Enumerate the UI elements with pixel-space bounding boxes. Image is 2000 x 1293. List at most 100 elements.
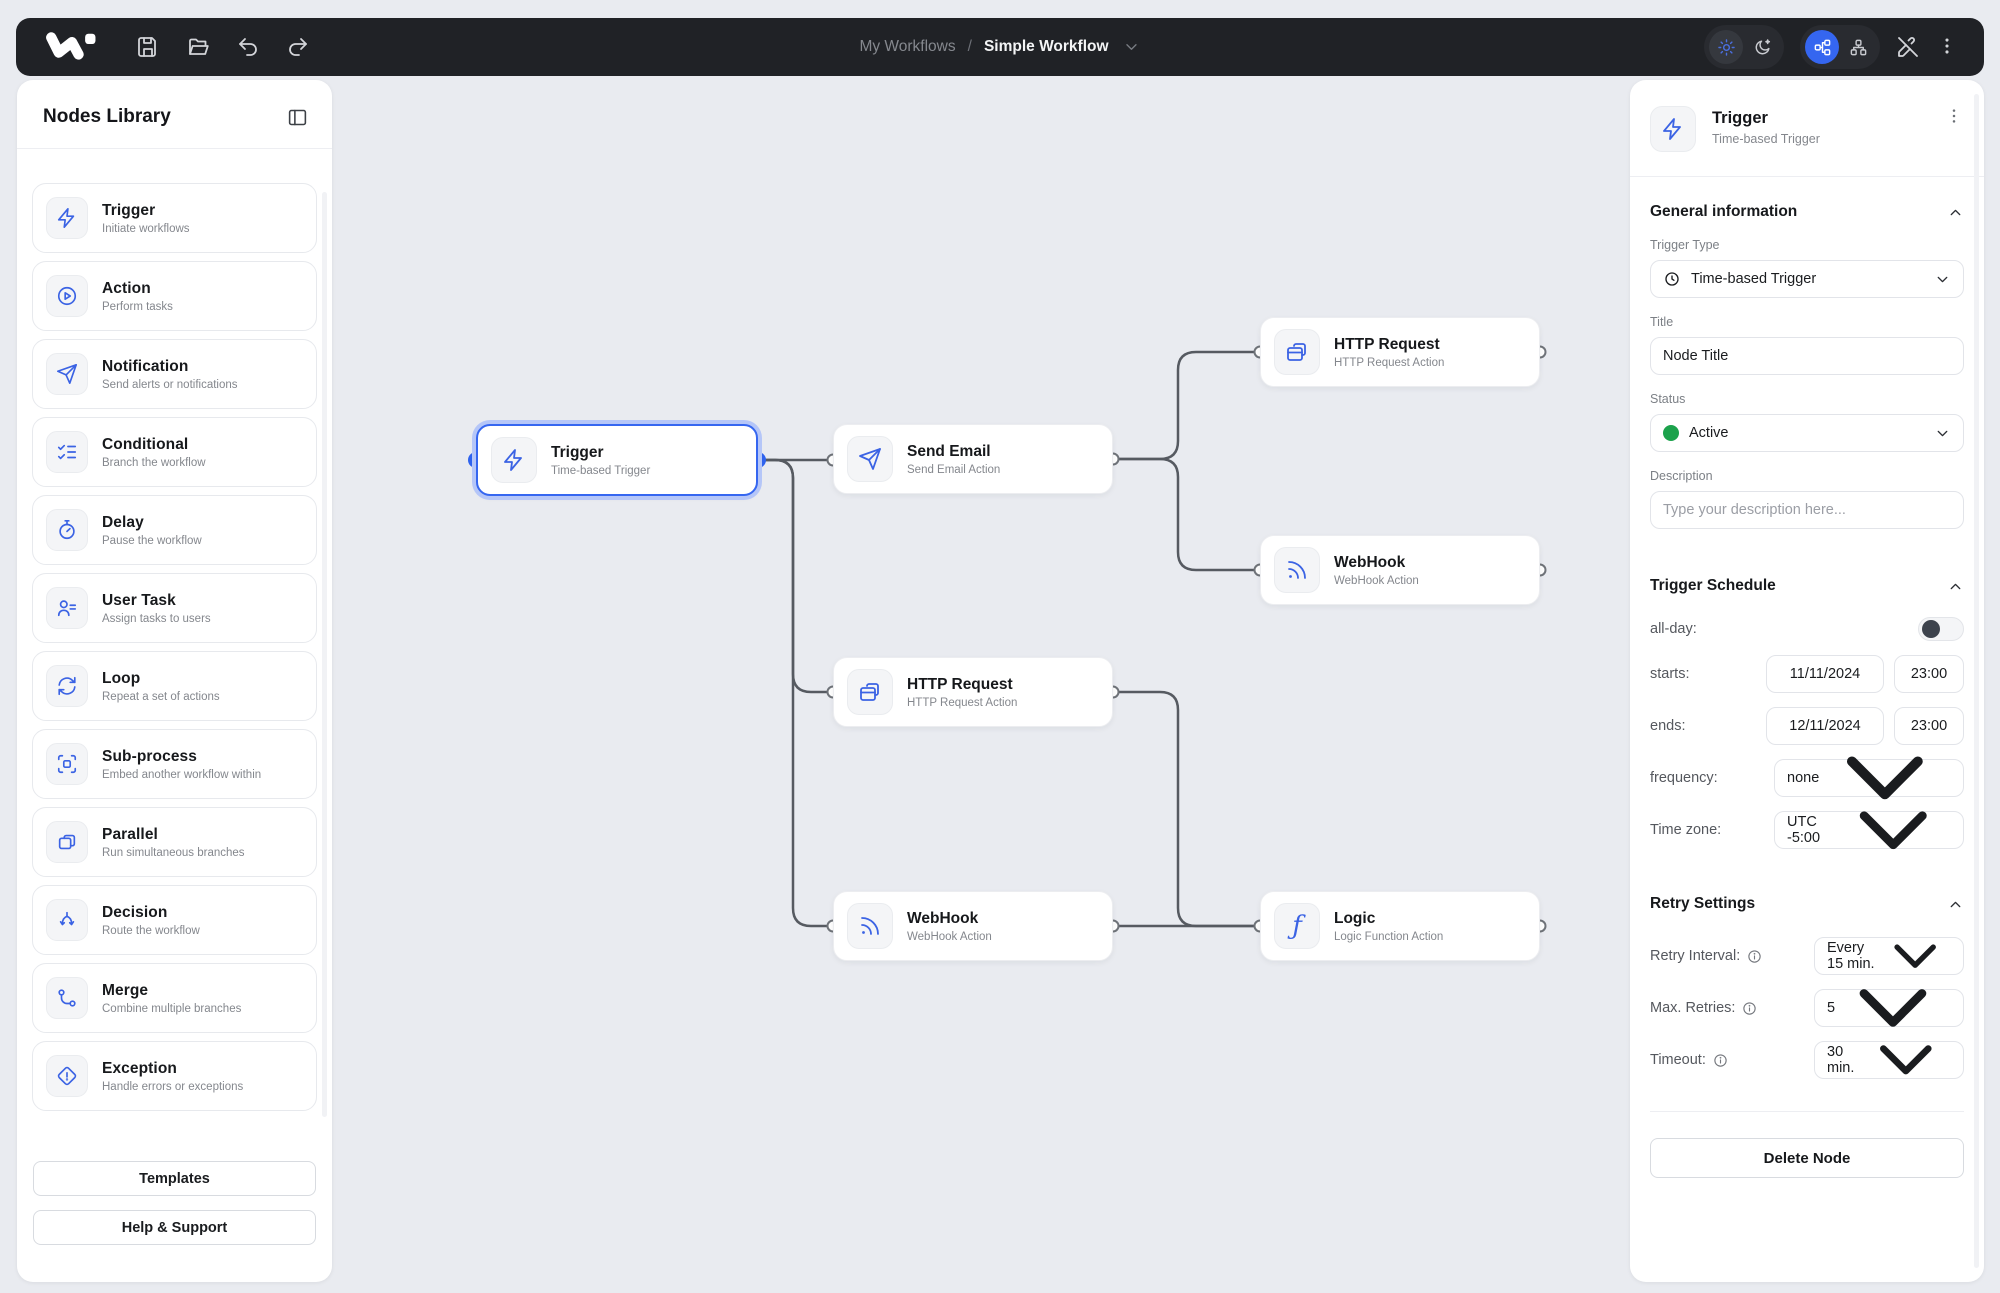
play-circle-icon xyxy=(46,275,88,317)
title-input[interactable] xyxy=(1663,348,1951,364)
retry-interval-select[interactable]: Every 15 min. xyxy=(1814,937,1964,975)
library-item-desc: Route the workflow xyxy=(102,924,200,937)
max-retries-value: 5 xyxy=(1827,1000,1836,1016)
breadcrumb: My Workflows / Simple Workflow xyxy=(859,38,1140,56)
ends-time-field[interactable]: 23:00 xyxy=(1894,707,1964,745)
undo-icon[interactable] xyxy=(236,35,260,59)
breadcrumb-parent[interactable]: My Workflows xyxy=(859,38,956,55)
inspector-header: Trigger Time-based Trigger xyxy=(1650,106,1964,152)
flow-vertical-icon[interactable] xyxy=(1841,30,1875,64)
library-item-label: Sub-process xyxy=(102,747,197,765)
delete-node-button[interactable]: Delete Node xyxy=(1650,1138,1964,1178)
library-item-desc: Run simultaneous branches xyxy=(102,846,245,859)
panel-collapse-icon[interactable] xyxy=(287,107,308,128)
timezone-row: Time zone: UTC -5:00 xyxy=(1650,811,1964,849)
loop-icon xyxy=(46,665,88,707)
chevron-up-icon[interactable] xyxy=(1947,204,1964,221)
section-title: Retry Settings xyxy=(1650,895,1756,912)
kebab-icon[interactable] xyxy=(1944,106,1964,126)
trigger-type-label: Trigger Type xyxy=(1650,238,1720,252)
info-icon[interactable] xyxy=(1747,949,1762,964)
help-support-button[interactable]: Help & Support xyxy=(33,1210,316,1245)
starts-label: starts: xyxy=(1650,666,1690,682)
moon-icon[interactable] xyxy=(1745,30,1779,64)
git-merge-icon xyxy=(46,977,88,1019)
chevron-down-icon xyxy=(1894,944,1936,968)
zap-icon xyxy=(491,437,537,483)
inspector-scrollbar[interactable] xyxy=(1974,94,1979,1268)
flow-horizontal-icon[interactable] xyxy=(1805,30,1839,64)
section-trigger-schedule[interactable]: Trigger Schedule xyxy=(1650,577,1964,595)
sidebar-scrollbar[interactable] xyxy=(322,192,327,1117)
redo-icon[interactable] xyxy=(286,35,310,59)
templates-button[interactable]: Templates xyxy=(33,1161,316,1196)
canvas-node-trigger[interactable]: Trigger Time-based Trigger xyxy=(476,424,758,496)
toggle-knob xyxy=(1922,620,1940,638)
zap-icon xyxy=(1650,106,1696,152)
starts-time-field[interactable]: 23:00 xyxy=(1894,655,1964,693)
app-logo-icon[interactable] xyxy=(42,29,100,66)
frequency-select[interactable]: none xyxy=(1774,756,1964,800)
info-icon[interactable] xyxy=(1713,1053,1728,1068)
title-field xyxy=(1650,337,1964,375)
zap-icon xyxy=(46,197,88,239)
node-title: Logic xyxy=(1334,909,1376,927)
save-icon[interactable] xyxy=(136,35,160,59)
theme-toggle xyxy=(1704,25,1784,69)
canvas-node-send-email[interactable]: Send Email Send Email Action xyxy=(833,424,1113,494)
sun-icon[interactable] xyxy=(1709,30,1743,64)
user-list-icon xyxy=(46,587,88,629)
library-item-label: Trigger xyxy=(102,201,156,219)
node-title: HTTP Request xyxy=(907,675,1013,693)
folder-icon[interactable] xyxy=(186,35,210,59)
section-general-information[interactable]: General information xyxy=(1650,203,1964,221)
kebab-icon[interactable] xyxy=(1936,35,1960,59)
canvas-node-webhook-bottom[interactable]: WebHook WebHook Action xyxy=(833,891,1113,961)
description-input[interactable] xyxy=(1663,502,1951,518)
chevron-up-icon[interactable] xyxy=(1947,896,1964,913)
max-retries-select[interactable]: 5 xyxy=(1814,989,1964,1027)
status-select[interactable]: Active xyxy=(1650,414,1964,452)
timeout-select[interactable]: 30 min. xyxy=(1814,1041,1964,1079)
section-retry-settings[interactable]: Retry Settings xyxy=(1650,895,1964,913)
canvas-node-http-request-mid[interactable]: HTTP Request HTTP Request Action xyxy=(833,657,1113,727)
rss-icon xyxy=(847,903,893,949)
canvas-node-http-request-top[interactable]: HTTP Request HTTP Request Action xyxy=(1260,317,1540,387)
inspector-subtitle: Time-based Trigger xyxy=(1712,132,1820,146)
trigger-type-select[interactable]: Time-based Trigger xyxy=(1650,260,1964,298)
starts-date-field[interactable]: 11/11/2024 xyxy=(1766,655,1884,693)
timezone-value: UTC -5:00 xyxy=(1787,814,1821,846)
timezone-select[interactable]: UTC -5:00 xyxy=(1774,811,1964,849)
chevron-down-icon[interactable] xyxy=(1123,38,1141,56)
node-title: WebHook xyxy=(1334,553,1406,571)
canvas-node-logic[interactable]: ƒ Logic Logic Function Action xyxy=(1260,891,1540,961)
breadcrumb-separator: / xyxy=(967,38,972,55)
checklist-icon xyxy=(46,431,88,473)
chevron-up-icon[interactable] xyxy=(1947,578,1964,595)
node-subtitle: Send Email Action xyxy=(907,463,1001,476)
chevron-down-icon xyxy=(1937,430,1948,436)
canvas-node-webhook-top[interactable]: WebHook WebHook Action xyxy=(1260,535,1540,605)
ends-date-field[interactable]: 12/11/2024 xyxy=(1766,707,1884,745)
node-subtitle: Logic Function Action xyxy=(1334,930,1444,943)
retry-interval-value: Every 15 min. xyxy=(1827,940,1875,972)
info-icon[interactable] xyxy=(1742,1001,1757,1016)
status-active-dot xyxy=(1663,425,1679,441)
chevron-down-icon xyxy=(1847,756,1924,800)
all-day-toggle[interactable] xyxy=(1918,617,1964,641)
pen-off-icon[interactable] xyxy=(1896,35,1920,59)
library-item-desc: Combine multiple branches xyxy=(102,1002,242,1015)
breadcrumb-current[interactable]: Simple Workflow xyxy=(983,38,1109,55)
